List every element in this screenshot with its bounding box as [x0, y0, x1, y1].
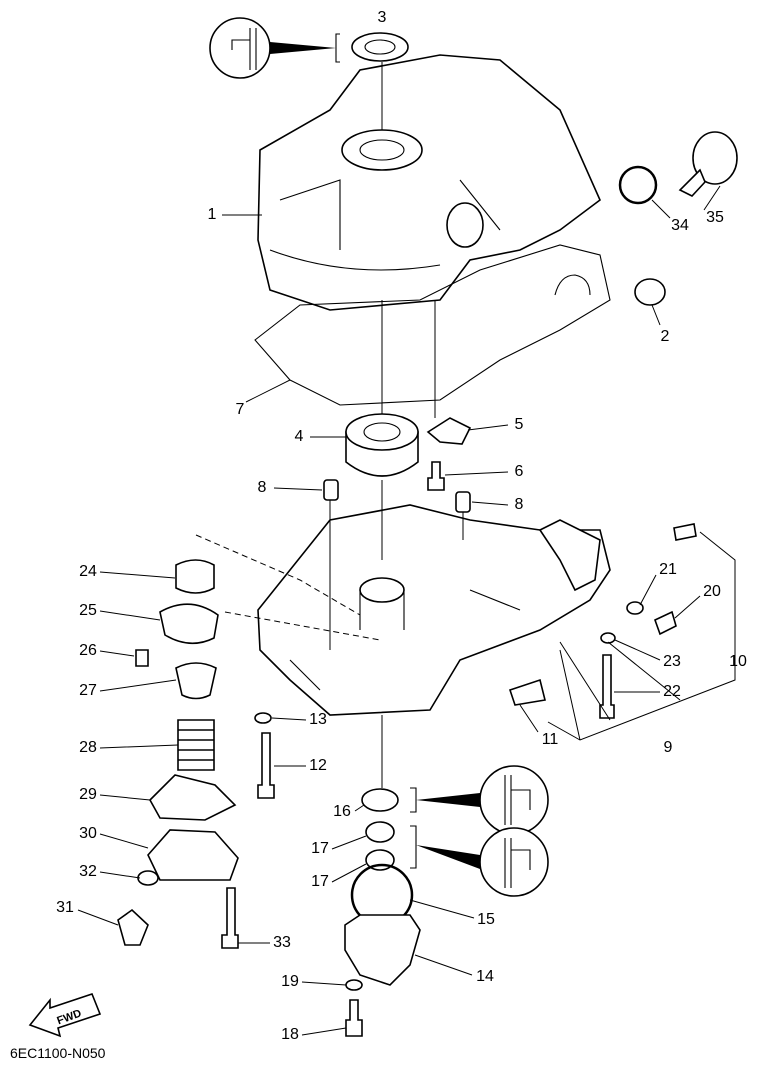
washer-13 [254, 712, 272, 724]
callout-19: 19 [281, 973, 299, 990]
callout-32: 32 [79, 863, 97, 880]
dowel-8 [323, 479, 339, 501]
dowel-8 [455, 491, 471, 513]
bolt-22 [599, 654, 615, 719]
washer-23 [600, 632, 616, 644]
collar-2 [634, 278, 666, 306]
callout-34: 34 [671, 217, 689, 234]
callout-35: 35 [706, 209, 724, 226]
bolt-12 [257, 732, 275, 799]
diagram-code: 6EC1100-N050 [10, 1045, 106, 1061]
callout-15: 15 [477, 911, 495, 928]
cover-30 [147, 829, 239, 881]
lower-case [257, 504, 611, 716]
callout-2: 2 [661, 328, 670, 345]
seal-16 [361, 788, 399, 812]
callout-22: 22 [663, 683, 681, 700]
callout-26: 26 [79, 642, 97, 659]
callout-18: 18 [281, 1026, 299, 1043]
washer-32 [137, 870, 159, 886]
washer-21 [626, 601, 644, 615]
callout-17: 17 [311, 873, 329, 890]
crankcase-upper [257, 54, 601, 311]
spring-28 [177, 719, 215, 771]
callout-23: 23 [663, 653, 681, 670]
callout-8: 8 [258, 479, 267, 496]
strainer-27 [175, 662, 217, 700]
pin-10 [673, 523, 697, 541]
callout-20: 20 [703, 583, 721, 600]
washer-19 [345, 979, 363, 991]
callout-13: 13 [309, 711, 327, 728]
callout-7: 7 [236, 401, 245, 418]
seal-detail-upper [410, 765, 549, 835]
cap-24 [175, 559, 215, 594]
housing-14 [344, 914, 421, 986]
o-ring-34 [618, 165, 658, 205]
callout-29: 29 [79, 786, 97, 803]
bolt-18 [345, 999, 363, 1037]
screw-26 [135, 649, 149, 667]
bearing-4 [345, 413, 419, 477]
seal-17 [365, 821, 395, 843]
dipstick-35 [678, 131, 738, 197]
bolt-31 [117, 908, 149, 946]
oil-seal-3 [209, 17, 409, 79]
gasket-29 [149, 774, 237, 821]
callout-11: 11 [542, 731, 559, 748]
plate-5 [426, 417, 472, 445]
callout-12: 12 [309, 757, 327, 774]
callout-9: 9 [664, 739, 673, 756]
callout-25: 25 [79, 602, 97, 619]
callout-30: 30 [79, 825, 97, 842]
callout-4: 4 [295, 428, 304, 445]
bolt-33 [221, 887, 239, 949]
plate-25 [159, 603, 219, 645]
seal-detail-lower [410, 825, 549, 897]
callout-31: 31 [56, 899, 74, 916]
bolt-20 [654, 610, 677, 636]
callout-5: 5 [515, 416, 524, 433]
callout-21: 21 [659, 561, 677, 578]
callout-24: 24 [79, 563, 97, 580]
callout-27: 27 [79, 682, 97, 699]
callout-17: 17 [311, 840, 329, 857]
callouts: 3 1 35 34 2 7 4 5 6 8 8 24 25 21 20 26 1… [56, 9, 747, 1043]
callout-1: 1 [208, 206, 217, 223]
callout-3: 3 [378, 9, 387, 26]
callout-28: 28 [79, 739, 97, 756]
callout-16: 16 [333, 803, 351, 820]
callout-33: 33 [273, 934, 291, 951]
bolt-6 [427, 461, 445, 491]
fwd-arrow-logo: FWD [28, 993, 102, 1038]
callout-14: 14 [476, 968, 494, 985]
callout-6: 6 [515, 463, 524, 480]
callout-10: 10 [729, 653, 747, 670]
callout-8: 8 [515, 496, 524, 513]
gasket [254, 244, 611, 406]
